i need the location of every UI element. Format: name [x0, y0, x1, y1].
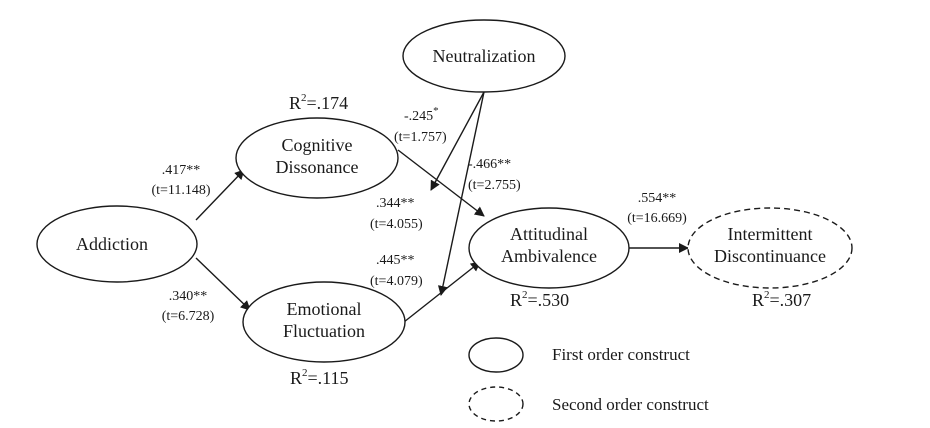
label-cognitive-line1: Cognitive — [282, 135, 353, 155]
path-emotional-to-attitudinal — [403, 261, 481, 323]
label-intermittent-line2: Discontinuance — [714, 246, 826, 266]
label-intermittent-line1: Intermittent — [728, 224, 813, 244]
label-cognitive-line2: Dissonance — [276, 157, 359, 177]
coef-cognitive-attitudinal: .344** — [376, 196, 415, 211]
node-cognitive-dissonance — [235, 117, 399, 199]
r2-intermittent: R2=.307 — [752, 289, 811, 310]
coef-emotional-attitudinal: .445** — [376, 253, 415, 268]
path-cognitive-to-attitudinal — [397, 149, 485, 217]
label-attitudinal-line2: Ambivalence — [501, 246, 597, 266]
r2-attitudinal: R2=.530 — [510, 289, 569, 310]
coef-neutralization-cognitive: -.245* — [404, 105, 439, 124]
path-addiction-to-emotional — [195, 257, 251, 311]
t-emotional-attitudinal: (t=4.079) — [370, 274, 423, 289]
t-attitudinal-intermittent: (t=16.669) — [627, 211, 687, 226]
node-intermittent-discontinuance — [687, 207, 853, 289]
label-addiction: Addiction — [76, 234, 148, 254]
t-neutralization-cognitive: (t=1.757) — [394, 130, 447, 145]
legend-first-order-swatch — [468, 337, 524, 373]
node-attitudinal-ambivalence — [468, 207, 630, 289]
coef-addiction-cognitive: .417** — [162, 163, 201, 178]
node-addiction — [36, 205, 198, 283]
r2-cognitive: R2=.174 — [289, 92, 348, 113]
coef-neutralization-emotional-value: -.466** — [468, 157, 511, 172]
path-neutralization-to-cognitive — [430, 91, 485, 191]
legend-first-order-label: First order construct — [552, 345, 690, 364]
path-neutralization-to-emotional — [437, 91, 485, 296]
node-neutralization — [402, 19, 566, 93]
label-emotional-line1: Emotional — [287, 299, 362, 319]
label-attitudinal-line1: Attitudinal — [510, 224, 588, 244]
legend-second-order-label: Second order construct — [552, 395, 709, 414]
r2-emotional: R2=.115 — [290, 367, 349, 388]
coef-attitudinal-intermittent: .554** — [638, 191, 677, 206]
legend-second-order-swatch — [468, 386, 524, 422]
label-neutralization: Neutralization — [433, 46, 536, 66]
label-emotional-line2: Fluctuation — [283, 321, 365, 341]
coef-addiction-emotional: .340** — [169, 289, 208, 304]
t-cognitive-attitudinal: (t=4.055) — [370, 217, 423, 232]
t-neutralization-emotional: (t=2.755) — [468, 178, 521, 193]
node-emotional-fluctuation — [242, 281, 406, 363]
path-addiction-to-cognitive — [195, 169, 245, 221]
t-addiction-cognitive: (t=11.148) — [151, 183, 210, 198]
t-addiction-emotional: (t=6.728) — [162, 309, 215, 324]
